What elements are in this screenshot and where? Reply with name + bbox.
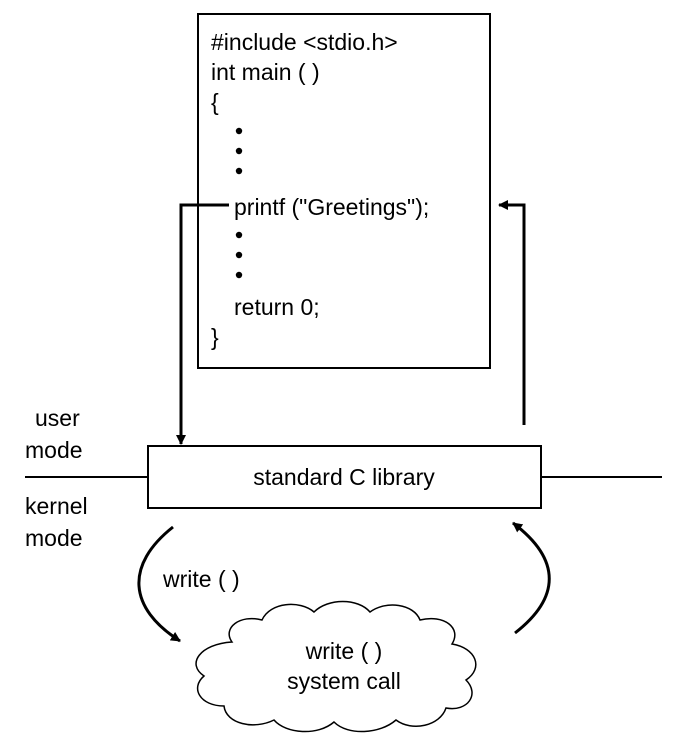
- cloud-label-line1: write ( ): [305, 638, 383, 664]
- code-line-main: int main ( ): [211, 59, 320, 85]
- code-line-close-brace: }: [211, 324, 219, 350]
- user-label: user: [35, 405, 80, 431]
- write-call-label: write ( ): [162, 566, 240, 592]
- cloud-label-line2: system call: [287, 668, 401, 694]
- code-line-printf: printf ("Greetings");: [234, 194, 429, 220]
- standard-c-library-label: standard C library: [253, 464, 435, 490]
- code-line-include: #include <stdio.h>: [211, 29, 398, 55]
- system-call-cloud: [195, 600, 477, 733]
- kernel-label: kernel: [25, 493, 88, 519]
- kernel-mode-label: mode: [25, 525, 83, 551]
- program-code-box: [197, 13, 491, 369]
- user-mode-label: mode: [25, 437, 83, 463]
- code-line-return: return 0;: [234, 294, 320, 320]
- system-call-return-arrow: [512, 521, 551, 635]
- write-call-arrow: [137, 525, 181, 643]
- ellipsis-dots-top: [235, 127, 243, 175]
- printf-call-arrow: [176, 203, 229, 445]
- standard-c-library-box: [147, 445, 542, 509]
- library-return-arrow: [498, 200, 526, 425]
- ellipsis-dots-bottom: [235, 231, 243, 279]
- code-line-open-brace: {: [211, 89, 219, 115]
